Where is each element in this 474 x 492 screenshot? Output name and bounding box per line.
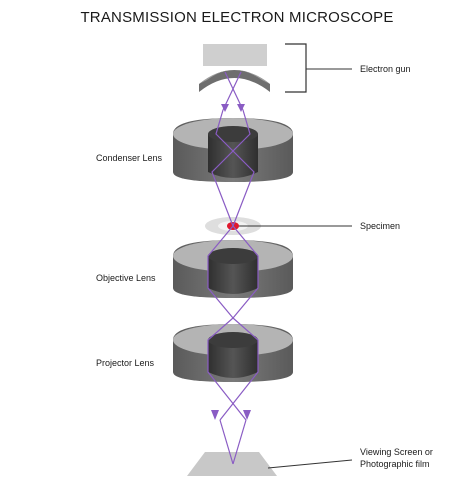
beam-arrows — [211, 104, 251, 420]
electron-gun-label: Electron gun — [360, 64, 411, 74]
specimen-label: Specimen — [360, 221, 400, 231]
beam-ray — [232, 225, 259, 319]
electron-gun-anode — [199, 70, 270, 92]
objective-lens-label: Objective Lens — [96, 273, 156, 283]
beam-arrow-icon — [221, 104, 229, 112]
condenser-lens-label: Condenser Lens — [96, 153, 163, 163]
beam-ray — [207, 225, 234, 319]
beam-ray — [211, 109, 251, 227]
electron-gun-anode-top — [199, 70, 270, 84]
beam-ray — [219, 317, 259, 421]
viewing-screen-label-line1: Viewing Screen or — [360, 447, 433, 457]
beam-ray — [219, 419, 234, 465]
beam-ray — [207, 317, 247, 421]
beam-ray — [215, 109, 255, 227]
beam-ray — [224, 71, 244, 111]
objective-lens — [173, 240, 293, 298]
beam-arrow-icon — [211, 410, 219, 420]
electron-gun-cathode — [203, 44, 267, 66]
beam-ray — [222, 71, 242, 111]
viewing-screen — [187, 452, 277, 476]
beam-arrow-icon — [237, 104, 245, 112]
diagram-title: TRANSMISSION ELECTRON MICROSCOPE — [80, 9, 393, 26]
viewing-screen-leader — [267, 459, 353, 469]
viewing-screen-label-line2: Photographic film — [360, 459, 430, 469]
beam-arrow-icon — [243, 410, 251, 420]
electron-gun-bracket — [285, 43, 307, 93]
projector-lens — [173, 324, 293, 382]
beam-ray — [232, 419, 247, 465]
projector-lens-label: Projector Lens — [96, 358, 155, 368]
electron-beam — [207, 71, 259, 465]
condenser-lens — [173, 118, 293, 182]
